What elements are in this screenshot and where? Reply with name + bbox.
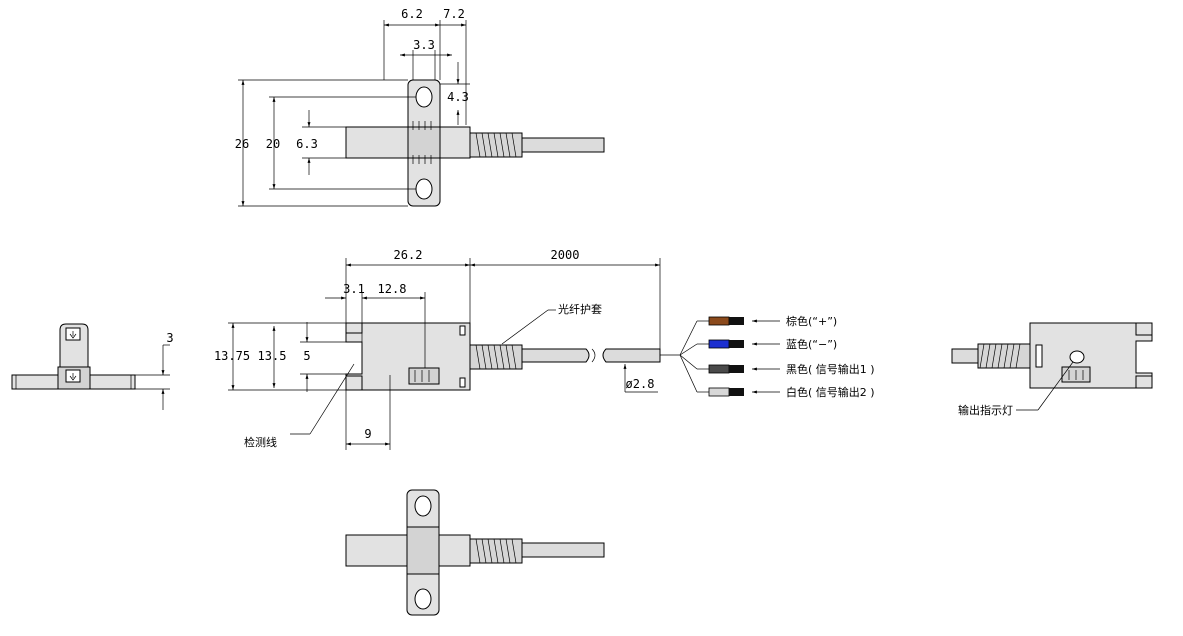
dim-5: 5 (303, 349, 310, 363)
dim-3-3: 3.3 (413, 38, 435, 52)
wire-label-blue: 蓝色(“−”) (786, 337, 837, 351)
dim-cable-diameter: ø2.8 (626, 377, 655, 391)
dim-13-75: 13.75 (214, 349, 250, 363)
label-detection-line: 检测线 (244, 435, 277, 449)
rear-arm-top (1135, 322, 1153, 336)
wire-swatch-black (708, 364, 730, 374)
label-fiber-sheath: 光纤护套 (558, 302, 602, 316)
dim-9: 9 (364, 427, 371, 441)
cable-segment-2 (602, 348, 661, 363)
rear-arm-bottom (1135, 375, 1153, 389)
wire-swatch-white (708, 387, 730, 397)
dim-4-3: 4.3 (447, 90, 469, 104)
rear-coil (977, 343, 1031, 369)
cable-segment-1 (521, 348, 590, 363)
dim-2000: 2000 (551, 248, 580, 262)
pin-block (408, 367, 440, 385)
dim-6-2: 6.2 (401, 7, 423, 21)
sensor-body-front (345, 322, 471, 391)
top-view: 6.2 7.2 3.3 4.3 26 20 6.3 (235, 7, 605, 207)
mount-hole-bottom (415, 178, 433, 200)
wire-swatch-blue (708, 339, 730, 349)
dim-26: 26 (235, 137, 249, 151)
output-indicator (1069, 350, 1085, 364)
wire-blue: 蓝色(“−”) (697, 337, 837, 351)
wire-label-brown: 棕色(“+”) (786, 314, 837, 328)
front-view: 26.2 2000 3.1 12.8 13.75 13.5 5 9 ø2.8 光… (214, 248, 661, 450)
wire-legend: 棕色(“+”) 蓝色(“−”) 黑色( 信号输出1 ) 白色( 信号输出2 ) (660, 314, 875, 399)
label-output-indicator: 输出指示灯 (958, 403, 1013, 417)
slot-arm-top (345, 322, 363, 334)
dim-13-5: 13.5 (258, 349, 287, 363)
rear-body (1029, 322, 1153, 389)
side-profile (11, 323, 136, 390)
wire-label-white: 白色( 信号输出2 ) (786, 385, 875, 399)
body-center (407, 126, 441, 159)
rear-view: 输出指示灯 (951, 322, 1153, 417)
mount-hole-top (415, 86, 433, 108)
dim-20: 20 (266, 137, 280, 151)
cable (521, 137, 605, 153)
dim-3-1: 3.1 (343, 282, 365, 296)
wire-black: 黑色( 信号输出1 ) (697, 362, 875, 376)
side-view: 3 (11, 323, 174, 410)
wire-swatch-brown (708, 316, 730, 326)
dim-thickness-3: 3 (166, 331, 173, 345)
wire-brown: 棕色(“+”) (697, 314, 837, 328)
dim-6-3: 6.3 (296, 137, 318, 151)
wire-white: 白色( 信号输出2 ) (697, 385, 875, 399)
wire-label-black: 黑色( 信号输出1 ) (786, 362, 875, 376)
slot-arm-bottom (345, 375, 363, 391)
bottom-view (345, 489, 605, 616)
dim-26-2: 26.2 (394, 248, 423, 262)
dim-7-2: 7.2 (443, 7, 465, 21)
dim-12-8: 12.8 (378, 282, 407, 296)
